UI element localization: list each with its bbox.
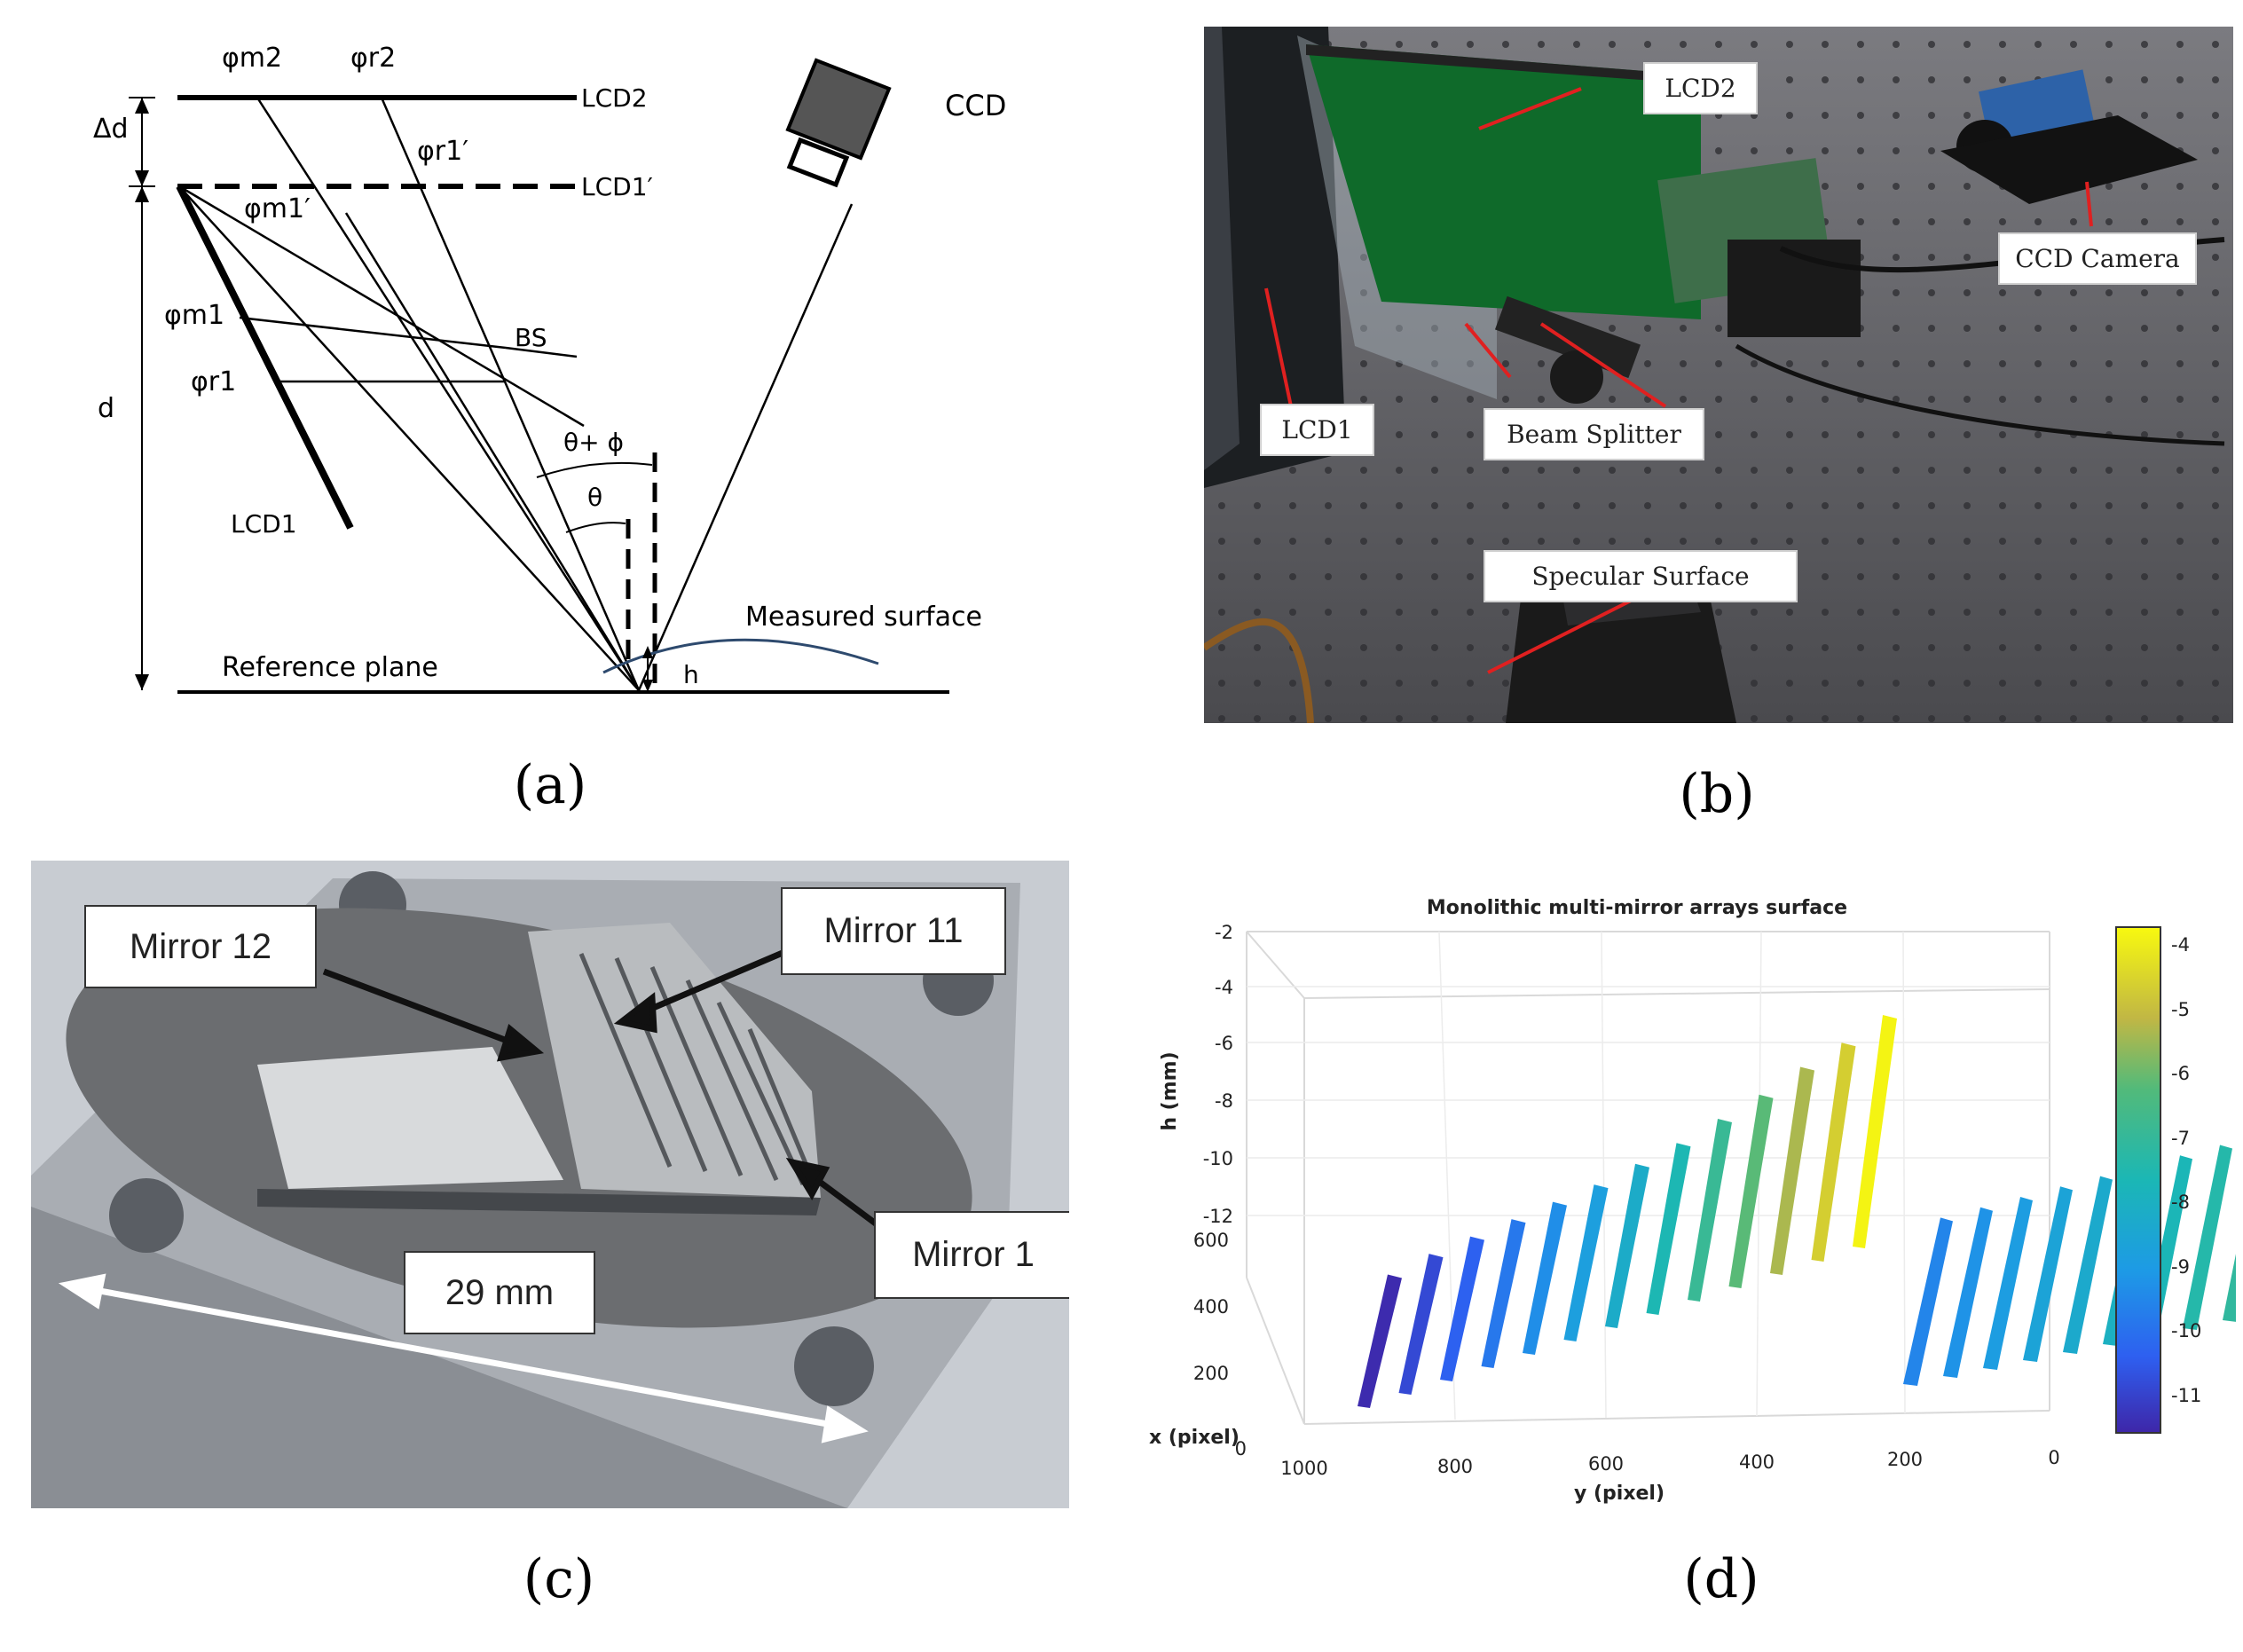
label-lcd1: LCD1 <box>231 509 297 539</box>
colorbar-tick: -6 <box>2171 1063 2190 1084</box>
label-phi-m1: φm1 <box>164 300 224 331</box>
caption-d: (d) <box>1683 1548 1759 1610</box>
label-mirror-11: Mirror 11 <box>781 887 1006 975</box>
mirror-stripes <box>1358 1015 2243 1408</box>
colorbar-tick: -4 <box>2171 934 2190 956</box>
setup-scene <box>1204 27 2233 723</box>
y-tick: 800 <box>1437 1456 1473 1477</box>
z-tick: -4 <box>1215 977 1233 998</box>
label-phi-m1-prime: φm1′ <box>244 193 311 224</box>
colorbar-tick: -11 <box>2171 1385 2201 1406</box>
label-phi-r2: φr2 <box>350 43 396 74</box>
colorbar-tick: -8 <box>2171 1192 2190 1213</box>
label-ccd-camera: CCD Camera <box>1998 232 2197 285</box>
label-mirror-12: Mirror 12 <box>84 905 317 988</box>
caption-a: (a) <box>513 754 587 816</box>
x-tick: 600 <box>1193 1230 1229 1251</box>
label-reference-plane: Reference plane <box>222 652 438 683</box>
x-tick: 0 <box>1235 1438 1247 1459</box>
colorbar-tick: -7 <box>2171 1128 2190 1149</box>
caption-b: (b) <box>1679 763 1755 825</box>
label-beam-splitter: Beam Splitter <box>1484 408 1704 460</box>
chart-title: Monolithic multi-mirror arrays surface <box>1427 897 1847 919</box>
z-tick: -12 <box>1203 1206 1233 1227</box>
label-phi-r1-prime: φr1′ <box>417 136 468 167</box>
mirror-stripe <box>1646 1143 1691 1315</box>
mirror-stripe <box>1523 1201 1567 1355</box>
label-ccd: CCD <box>945 89 1006 122</box>
mirror-stripe <box>1943 1207 1993 1378</box>
lcd1-line <box>176 185 354 530</box>
colorbar <box>2115 926 2161 1434</box>
panel-a-svg: φm2 φr2 LCD2 LCD1′ φr1′ φm1′ Δd d φm1 φr… <box>93 43 1006 694</box>
mirror-stripe <box>1563 1184 1609 1341</box>
label-d: d <box>98 393 114 424</box>
label-lcd2-b: LCD2 <box>1643 62 1758 114</box>
mirror-stripe <box>1770 1066 1814 1275</box>
surface-chart-svg: Monolithic multi-mirror arrays surface h… <box>1149 897 2243 1505</box>
mirror-stripe <box>1688 1119 1732 1302</box>
label-measured-surface: Measured surface <box>745 602 982 633</box>
mirror-stripe <box>2023 1186 2073 1362</box>
x-tick: 400 <box>1193 1296 1229 1318</box>
label-theta: θ <box>587 483 602 512</box>
mirror-stripe <box>1728 1094 1774 1288</box>
panel-d-chart: Monolithic multi-mirror arrays surface h… <box>1140 887 2243 1526</box>
lcd1-monitor <box>1204 27 1346 488</box>
mirror-stripe <box>1811 1042 1856 1262</box>
mirror-stripe <box>1358 1274 1402 1408</box>
z-axis-label: h (mm) <box>1159 1051 1181 1130</box>
panel-c-photo: Mirror 12 Mirror 11 Mirror 1 29 mm <box>31 861 1069 1508</box>
measured-surface-curve <box>602 638 879 674</box>
mirror-stripe <box>1853 1015 1897 1248</box>
z-tick: -6 <box>1215 1033 1233 1054</box>
label-specular-surface: Specular Surface <box>1484 550 1798 602</box>
panel-a-diagram: φm2 φr2 LCD2 LCD1′ φr1′ φm1′ Δd d φm1 φr… <box>80 27 1100 719</box>
ccd-icon <box>785 58 892 188</box>
lcd2-screen <box>1306 44 1701 319</box>
label-phi-m2: φm2 <box>222 43 282 74</box>
y-tick: 200 <box>1887 1449 1923 1470</box>
mirror-stripe <box>1481 1219 1526 1368</box>
colorbar-tick: -10 <box>2171 1320 2201 1341</box>
colorbar-tick: -9 <box>2171 1256 2190 1278</box>
y-tick: 1000 <box>1280 1458 1327 1479</box>
mirror-stripe <box>1983 1197 2033 1370</box>
y-tick: 400 <box>1739 1451 1775 1473</box>
mirror-stripe <box>1605 1163 1649 1328</box>
axis-box <box>1246 931 2050 1425</box>
mirror-stripe <box>1903 1217 1953 1386</box>
label-lcd2: LCD2 <box>581 83 648 113</box>
mirror-stripe <box>1440 1236 1484 1381</box>
mirror-stripe <box>2063 1176 2113 1354</box>
panel-b-photo: LCD2 CCD Camera LCD1 Beam Splitter Specu… <box>1204 27 2233 723</box>
label-mirror-1: Mirror 1 <box>874 1211 1069 1299</box>
x-axis-label: x (pixel) <box>1149 1427 1240 1449</box>
x-tick: 200 <box>1193 1363 1229 1384</box>
label-lcd1-prime: LCD1′ <box>581 172 653 201</box>
y-tick: 0 <box>2048 1447 2059 1468</box>
z-tick: -8 <box>1215 1090 1233 1112</box>
caption-c: (c) <box>523 1548 595 1610</box>
label-delta-d: Δd <box>93 114 129 145</box>
mirror-stripe <box>1398 1254 1444 1395</box>
label-phi-r1: φr1 <box>191 366 236 397</box>
mirror-array-scene <box>31 871 1020 1508</box>
z-tick: -10 <box>1203 1148 1233 1169</box>
label-bs: BS <box>515 323 547 352</box>
z-tick: -2 <box>1215 922 1233 943</box>
label-h: h <box>683 660 699 689</box>
label-lcd1-b: LCD1 <box>1260 404 1374 456</box>
y-tick: 600 <box>1588 1453 1624 1475</box>
label-theta-phi: θ+ ϕ <box>563 428 624 457</box>
mirror-stripe <box>2183 1145 2232 1330</box>
label-29mm: 29 mm <box>404 1251 595 1334</box>
colorbar-tick: -5 <box>2171 999 2190 1020</box>
ccd-camera-device <box>1940 69 2198 204</box>
y-axis-label: y (pixel) <box>1574 1483 1665 1505</box>
